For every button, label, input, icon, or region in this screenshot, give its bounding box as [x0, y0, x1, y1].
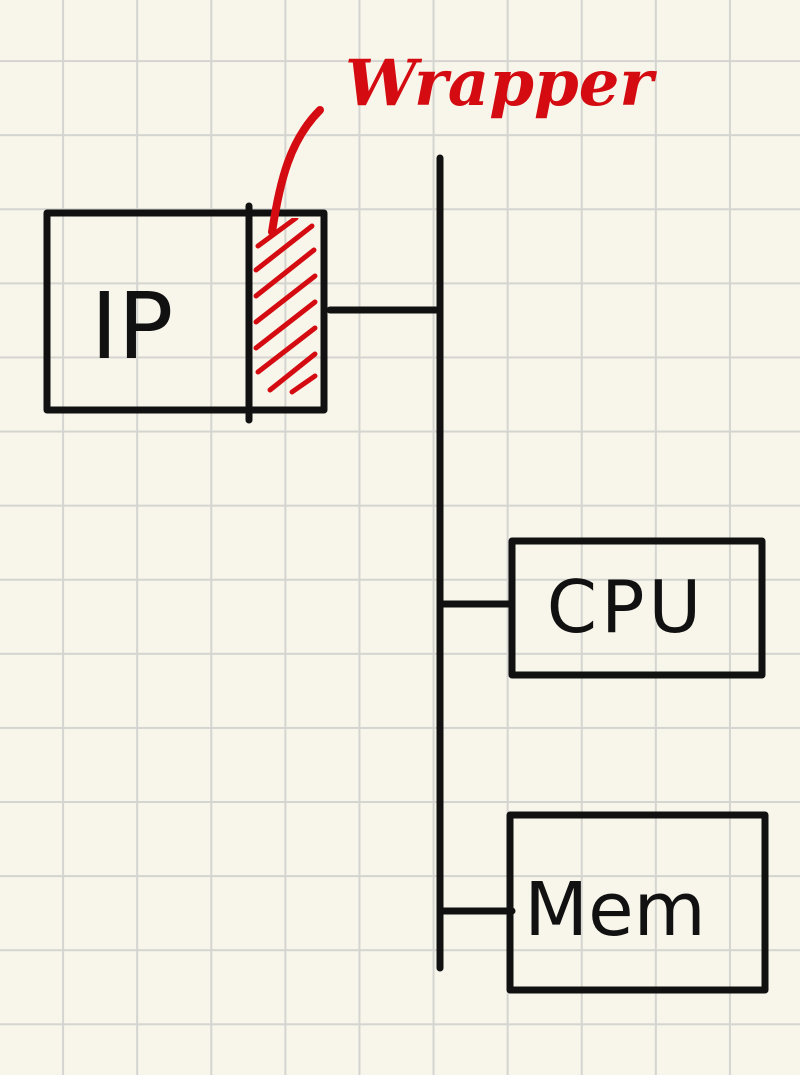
- wrapper-label: Wrapper: [345, 46, 657, 121]
- cpu-block: CPU: [436, 537, 766, 679]
- cpu-label: CPU: [547, 565, 705, 649]
- cpu-box: [508, 537, 766, 679]
- mem-box: [506, 811, 769, 994]
- wrapper-hatch: [253, 218, 318, 395]
- ip-label: IP: [91, 273, 174, 380]
- wrapper-pointer: [268, 106, 324, 236]
- ip-block: IP: [43, 202, 328, 424]
- mem-label: Mem: [524, 867, 705, 953]
- ip-box: [43, 209, 328, 414]
- wrapper-annotation: Wrapper: [268, 46, 657, 236]
- mem-block: Mem: [436, 811, 769, 994]
